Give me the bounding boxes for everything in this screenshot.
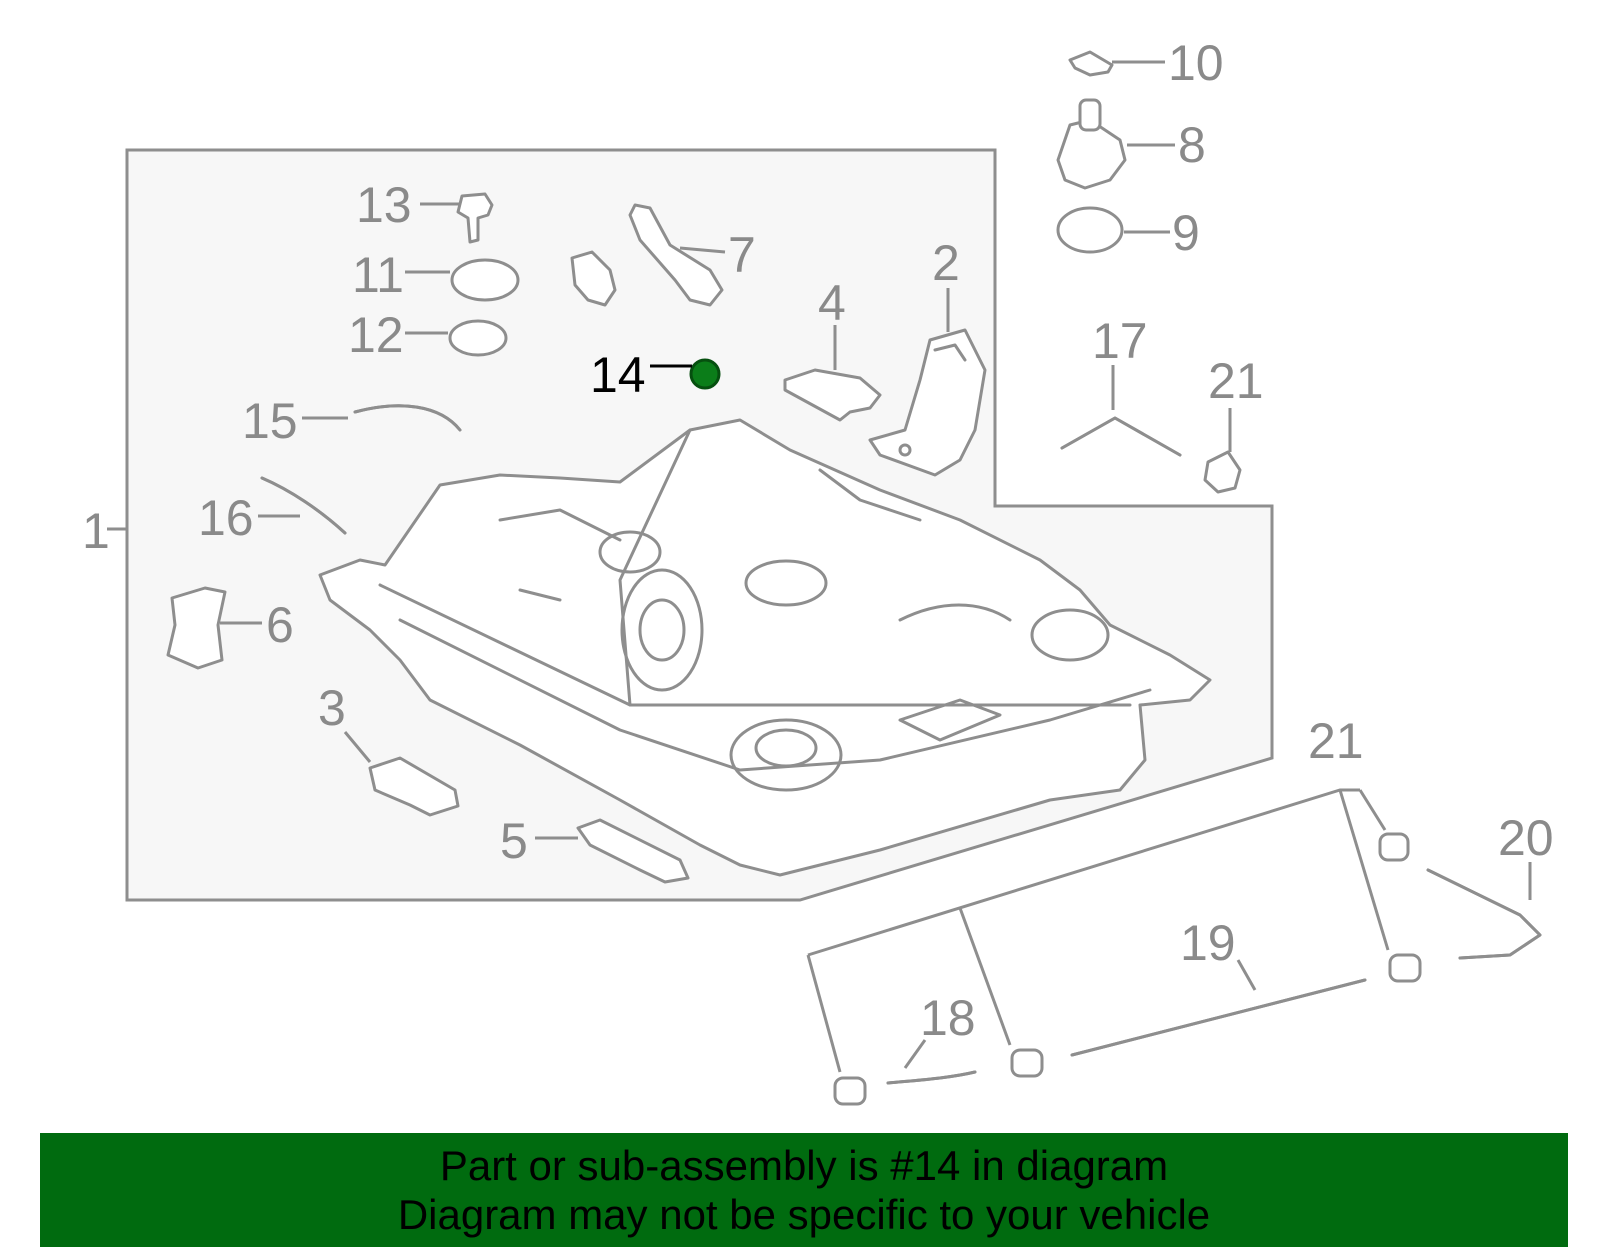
part-6-clip [166, 586, 227, 670]
banner-line-1: Part or sub-assembly is #14 in diagram [439, 1142, 1169, 1189]
callout-9: 9 [1172, 205, 1200, 261]
banner-line-2: Diagram may not be specific to your vehi… [397, 1191, 1211, 1238]
callout-20: 20 [1498, 810, 1554, 866]
part-4-plate [783, 368, 882, 422]
clamp-a [833, 1076, 867, 1106]
clamp-d [1378, 832, 1410, 862]
part-12-seal [448, 319, 508, 357]
callout-17: 17 [1092, 313, 1148, 369]
callout-19: 19 [1180, 915, 1236, 971]
part-2-bracket [868, 328, 987, 477]
callout-5: 5 [500, 813, 528, 869]
part-8-valve [1056, 98, 1127, 190]
callout-6: 6 [266, 597, 294, 653]
callout-1: 1 [82, 503, 110, 559]
clamp-b [1010, 1048, 1044, 1078]
callout-12: 12 [348, 307, 404, 363]
callout-16: 16 [198, 490, 254, 546]
callout-21-upper: 21 [1208, 353, 1264, 409]
clamp-c [1388, 953, 1422, 983]
callout-2: 2 [932, 235, 960, 291]
callout-13: 13 [356, 177, 412, 233]
part-3-bracket [368, 756, 460, 817]
callout-4: 4 [818, 275, 846, 331]
part-14-highlight [689, 358, 721, 390]
part-13-bolt [456, 192, 494, 244]
callout-18: 18 [920, 990, 976, 1046]
part-11-gasket [450, 258, 520, 302]
part-5-bracket [576, 818, 690, 884]
callout-11: 11 [352, 247, 404, 303]
info-banner: Part or sub-assembly is #14 in diagram D… [40, 1133, 1568, 1247]
part-unlabeled-grommet [570, 250, 617, 307]
part-10-clip [1068, 50, 1114, 77]
callout-3: 3 [318, 680, 346, 736]
callout-8: 8 [1178, 117, 1206, 173]
part-21-clamp-upper [1203, 450, 1242, 494]
leader-lines [107, 60, 1532, 1073]
part-7-strap [628, 203, 724, 307]
callout-7: 7 [728, 227, 756, 283]
fuel-tank [318, 418, 1212, 877]
part-9-grommet [1056, 206, 1124, 254]
callout-10: 10 [1168, 35, 1224, 91]
callout-15: 15 [242, 393, 298, 449]
callout-14: 14 [590, 347, 646, 403]
callout-21-lower: 21 [1308, 713, 1364, 769]
